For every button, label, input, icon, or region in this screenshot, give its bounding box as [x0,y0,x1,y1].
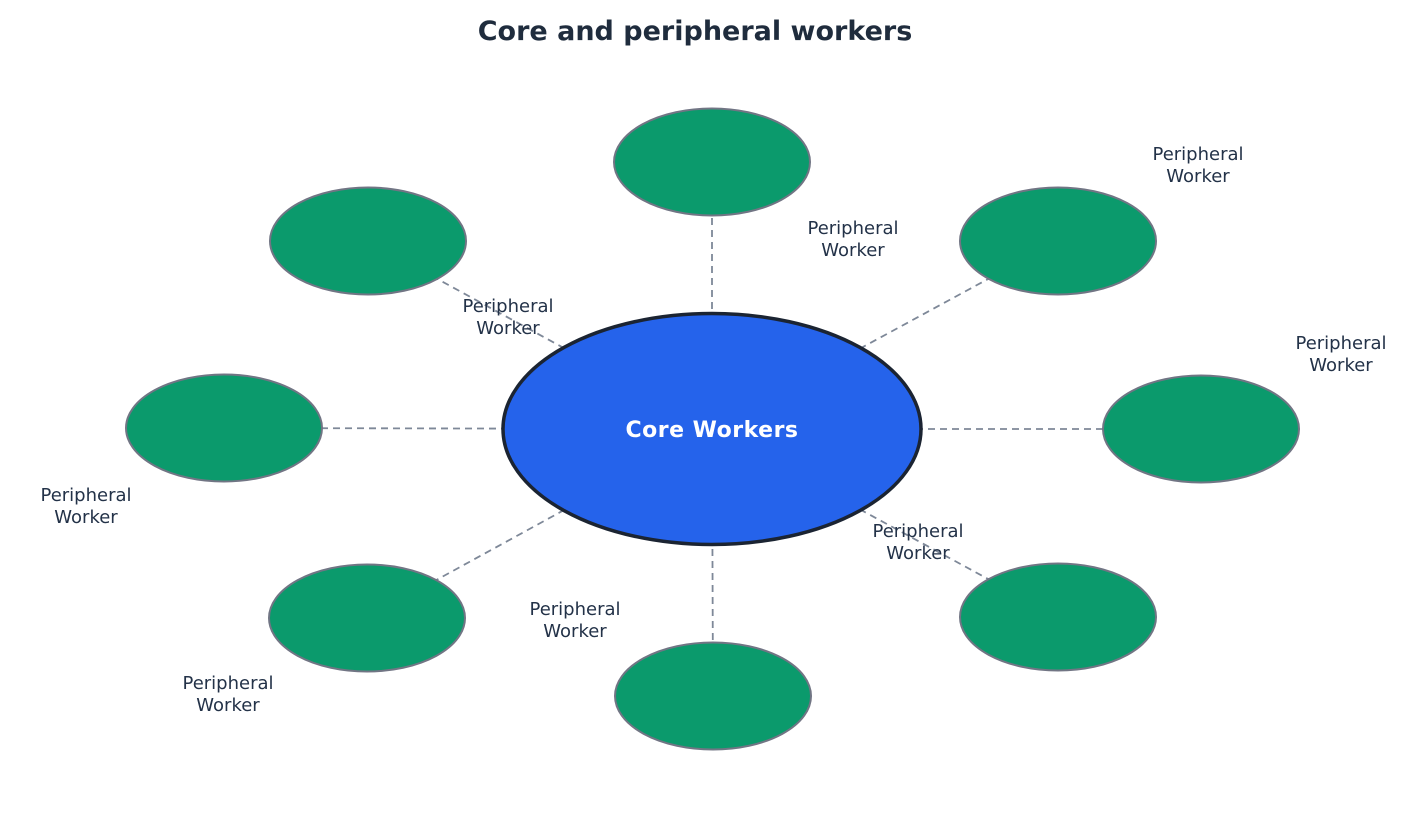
peripheral-node-bottom-right [959,562,1157,672]
node-label-bottom-left-line2: Worker [196,695,260,716]
diagram-title: Core and peripheral workers [478,16,913,47]
node-label-top-line2: Worker [821,240,885,261]
core-node-group: Core Workers [501,311,923,547]
node-label-top-left-line2: Worker [476,318,540,339]
peripheral-node-bottom [614,641,812,751]
node-label-left-line1: Peripheral [40,485,131,506]
connector-line-left [223,427,713,430]
node-label-top-line1: Peripheral [807,218,898,239]
node-label-bottom-right-line2: Worker [886,543,950,564]
peripheral-node-bottom-left [268,563,466,673]
node-label-right-line1: Peripheral [1295,333,1386,354]
peripheral-node-top-left [269,186,467,296]
node-label-top-right-line1: Peripheral [1152,144,1243,165]
core-node [501,311,923,547]
node-label-right-line2: Worker [1309,355,1373,376]
peripheral-node-labels: Peripheral Worker Peripheral Worker Peri… [40,144,1386,716]
node-label-top-left-line1: Peripheral [462,296,553,317]
peripheral-node-top [613,107,811,217]
peripheral-node-left [125,373,323,483]
node-label-bottom-left-line1: Peripheral [182,673,273,694]
peripheral-nodes [125,107,1300,751]
node-label-bottom-line2: Worker [543,621,607,642]
peripheral-node-right [1102,374,1300,484]
node-label-bottom-right-line1: Peripheral [872,521,963,542]
node-label-left-line2: Worker [54,507,118,528]
peripheral-node-top-right [959,186,1157,296]
node-label-top-right-line2: Worker [1166,166,1230,187]
core-node-label: Core Workers [625,418,798,443]
node-label-bottom-line1: Peripheral [529,599,620,620]
